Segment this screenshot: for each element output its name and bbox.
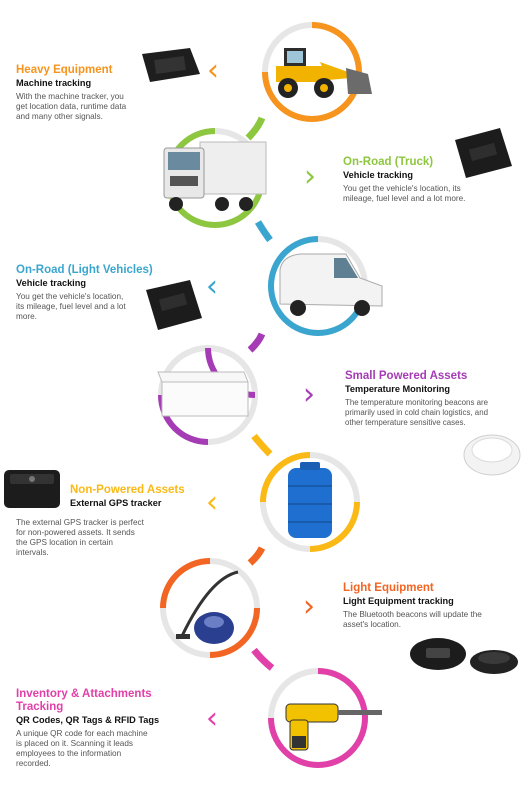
chevron-left-icon: ‹ <box>206 701 218 736</box>
circle-inventory <box>268 668 382 768</box>
desc-line: employees to the information <box>16 749 122 758</box>
section-subtitle: Temperature Monitoring <box>345 384 450 394</box>
truck-icon <box>163 141 267 211</box>
section-on-road-truck: On-Road (Truck) Vehicle tracking You get… <box>343 156 523 204</box>
desc-line: its mileage, fuel level and a lot <box>16 302 126 311</box>
section-title: Inventory & Attachments Tracking <box>16 688 201 714</box>
title-line: Inventory & Attachments <box>16 688 152 700</box>
section-non-powered-assets-body: The external GPS tracker is perfect for … <box>16 518 196 558</box>
desc-line: A unique QR code for each machine <box>16 729 148 738</box>
section-description: You get the vehicle's location, its mile… <box>16 292 196 322</box>
section-description: A unique QR code for each machine is pla… <box>16 729 201 769</box>
circle-connectors <box>245 116 275 671</box>
water-tank-icon <box>288 462 332 538</box>
chevron-left-icon: ‹ <box>206 269 218 304</box>
obd-tracker-icon-2 <box>146 280 202 330</box>
section-inventory-attachments: Inventory & Attachments Tracking QR Code… <box>16 688 201 769</box>
desc-line: get location data, runtime data <box>16 102 127 111</box>
connector-4 <box>251 433 273 457</box>
section-heavy-equipment: Heavy Equipment Machine tracking With th… <box>16 64 196 122</box>
bluetooth-beacon-icon <box>410 638 518 674</box>
desc-line: asset's location. <box>343 620 401 629</box>
desc-line: You get the vehicle's location, its <box>343 184 461 193</box>
desc-line: for non-powered assets. It sends <box>16 528 135 537</box>
circle-heavy-equipment <box>262 22 372 122</box>
connector-1 <box>245 116 266 141</box>
chevron-right-icon: › <box>303 377 315 412</box>
beacon-icon <box>463 434 521 476</box>
desc-line: other temperature sensitive cases. <box>345 418 466 427</box>
section-title: Light Equipment <box>343 582 434 594</box>
section-subtitle: Vehicle tracking <box>343 170 413 180</box>
desc-line: more. <box>16 312 37 321</box>
chevron-right-icon: › <box>303 589 315 624</box>
section-description: With the machine tracker, you get locati… <box>16 92 196 122</box>
section-subtitle: Light Equipment tracking <box>343 596 454 606</box>
connector-2 <box>254 220 273 243</box>
circle-light-vehicles <box>268 236 383 336</box>
section-description: You get the vehicle's location, its mile… <box>343 184 523 204</box>
desc-line: is placed on it. Scanning it leads <box>16 739 133 748</box>
circle-small-powered <box>157 345 258 445</box>
section-description: The Bluetooth beacons will update the as… <box>343 610 528 630</box>
desc-line: and many other signals. <box>16 112 103 121</box>
desc-line: You get the vehicle's location, <box>16 292 124 301</box>
desc-line: The Bluetooth beacons will update the <box>343 610 482 619</box>
van-icon <box>279 253 383 316</box>
desc-line: With the machine tracker, you <box>16 92 124 101</box>
chevron-left-icon: ‹ <box>207 53 219 88</box>
connector-5 <box>247 546 266 566</box>
circle-non-powered <box>260 452 360 552</box>
desc-line: the GPS location in certain <box>16 538 113 547</box>
section-light-equipment: Light Equipment Light Equipment tracking… <box>343 582 528 630</box>
connector-3 <box>247 332 266 353</box>
chevron-right-icon: › <box>304 159 316 194</box>
desc-line: mileage, fuel level and a lot more. <box>343 194 466 203</box>
circle-truck <box>163 128 267 228</box>
vacuum-cleaner-icon <box>176 570 239 644</box>
section-description: The external GPS tracker is perfect for … <box>16 518 196 558</box>
wheel-loader-icon <box>276 48 372 98</box>
section-non-powered-assets-heading: Non-Powered Assets External GPS tracker <box>70 484 202 512</box>
external-gps-tracker-icon <box>4 470 60 508</box>
section-small-powered-assets: Small Powered Assets Temperature Monitor… <box>345 370 530 428</box>
freezer-icon <box>157 371 249 417</box>
desc-line: intervals. <box>16 548 49 557</box>
chevron-left-icon: ‹ <box>206 485 218 520</box>
desc-line: The temperature monitoring beacons are <box>345 398 488 407</box>
title-line: Tracking <box>16 701 64 713</box>
gps-tracker-icon <box>142 48 200 82</box>
power-drill-icon <box>285 703 382 751</box>
section-title: On-Road (Truck) <box>343 156 434 168</box>
desc-line: recorded. <box>16 759 51 768</box>
desc-line: The external GPS tracker is perfect <box>16 518 144 527</box>
section-subtitle: External GPS tracker <box>70 498 162 508</box>
section-on-road-light-vehicles: On-Road (Light Vehicles) Vehicle trackin… <box>16 264 196 322</box>
section-subtitle: Machine tracking <box>16 78 92 88</box>
connector-6 <box>251 647 275 671</box>
section-title: Heavy Equipment <box>16 64 113 76</box>
section-subtitle: Vehicle tracking <box>16 278 86 288</box>
section-title: Small Powered Assets <box>345 370 468 382</box>
section-description: The temperature monitoring beacons are p… <box>345 398 530 428</box>
section-subtitle: QR Codes, QR Tags & RFID Tags <box>16 715 160 725</box>
section-title: On-Road (Light Vehicles) <box>16 264 153 276</box>
section-title: Non-Powered Assets <box>70 484 185 496</box>
circle-light-equipment <box>160 558 260 658</box>
obd-tracker-icon <box>455 128 512 178</box>
desc-line: primarily used in cold chain logistics, … <box>345 408 488 417</box>
